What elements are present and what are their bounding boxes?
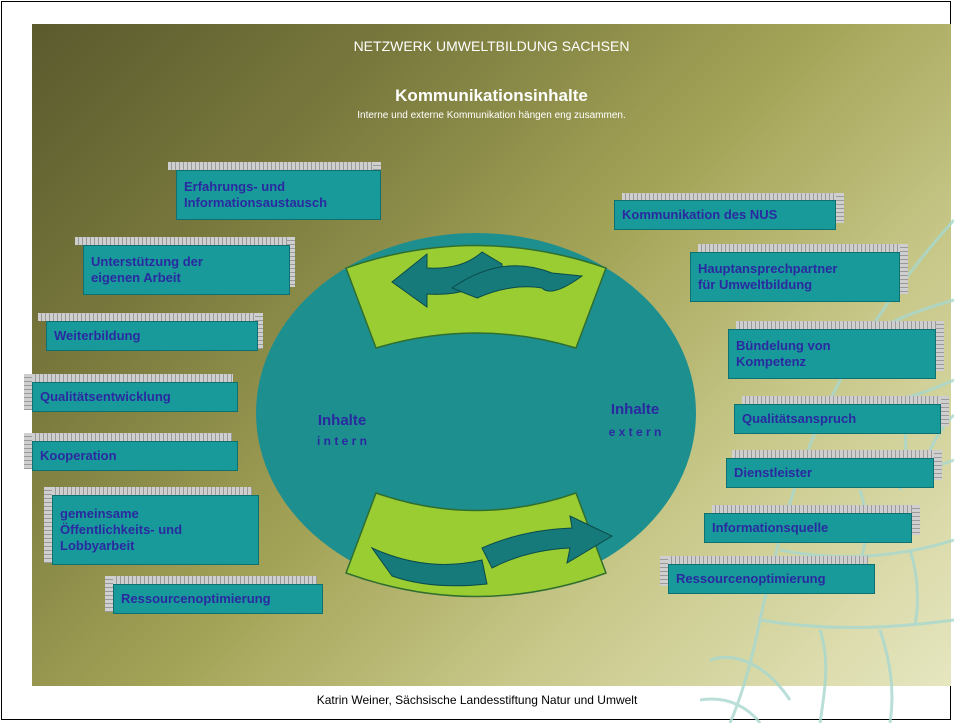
extern-box-qualitaetsanspruch: Qualitätsanspruch	[734, 404, 941, 434]
intern-box-kooperation: Kooperation	[32, 441, 238, 471]
extern-box-kommunikation-nus: Kommunikation des NUS	[614, 200, 836, 230]
extern-box-ressourcenoptimierung: Ressourcenoptimierung	[668, 564, 875, 594]
extern-box-dienstleister: Dienstleister	[726, 458, 934, 488]
bottom-right-arrow	[481, 515, 614, 569]
intern-box-qualitaetsentwicklung: Qualitätsentwicklung	[32, 382, 238, 412]
extern-label-title: Inhalte	[610, 401, 660, 418]
intern-box-ressourcenoptimierung: Ressourcenoptimierung	[113, 584, 323, 614]
footer-credit: Katrin Weiner, Sächsische Landesstiftung…	[316, 693, 638, 707]
communication-cycle-diagram	[256, 233, 696, 598]
bottom-left-arrow	[370, 546, 488, 587]
subtitle: Interne und externe Kommunikation hängen…	[357, 110, 626, 121]
extern-box-informationsquelle: Informationsquelle	[704, 513, 912, 543]
intern-box-weiterbildung: Weiterbildung	[46, 321, 258, 351]
extern-label-sub: e x t e r n	[608, 425, 662, 439]
main-title: Kommunikationsinhalte	[395, 86, 588, 105]
intern-label-title: Inhalte	[317, 412, 367, 429]
org-title: NETZWERK UMWELTBILDUNG SACHSEN	[353, 38, 630, 54]
intern-label-sub: i n t e r n	[316, 434, 367, 448]
top-right-arrow	[450, 265, 584, 299]
